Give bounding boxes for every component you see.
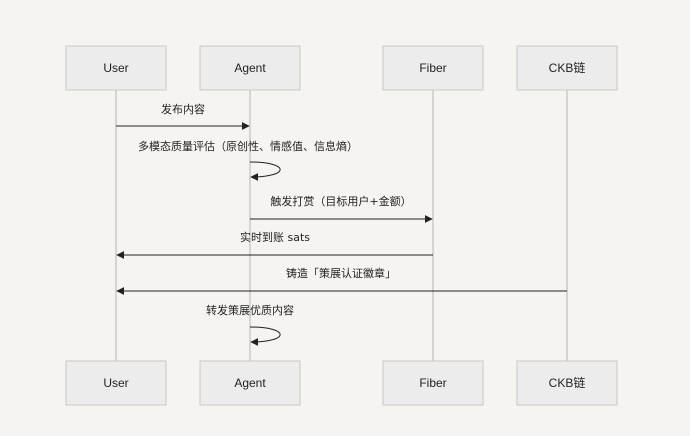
actor-agent-bottom-label: Agent <box>234 376 266 390</box>
actor-user-bottom: User <box>65 360 167 406</box>
actor-ckb-top: CKB链 <box>516 45 618 91</box>
actor-fiber-bottom-label: Fiber <box>419 376 446 390</box>
actor-ckb-bottom: CKB链 <box>516 360 618 406</box>
actor-ckb-bottom-label: CKB链 <box>549 375 586 390</box>
message-2: 多模态质量评估（原创性、情感值、信息熵） <box>138 139 358 181</box>
actor-fiber-bottom: Fiber <box>382 360 484 406</box>
message-1-label: 发布内容 <box>161 102 205 116</box>
message-3: 触发打赏（目标用户+金额） <box>250 194 433 223</box>
actor-agent-top-label: Agent <box>234 61 266 75</box>
actor-fiber-top: Fiber <box>382 45 484 91</box>
message-3-label: 触发打赏（目标用户+金额） <box>270 194 411 208</box>
message-2-self-arrow <box>249 161 281 181</box>
actor-user-top-label: User <box>103 61 128 75</box>
message-4: 实时到账 sats <box>116 230 433 259</box>
actor-agent-bottom: Agent <box>199 360 301 406</box>
actor-user-top: User <box>65 45 167 91</box>
message-4-label: 实时到账 sats <box>240 230 310 244</box>
actor-fiber-top-label: Fiber <box>419 61 446 75</box>
message-6: 转发策展优质内容 <box>206 303 294 346</box>
actor-user-bottom-label: User <box>103 376 128 390</box>
message-5-label: 铸造「策展认证徽章」 <box>286 266 396 280</box>
actor-ckb-top-label: CKB链 <box>549 60 586 75</box>
message-1: 发布内容 <box>116 102 250 130</box>
message-6-label: 转发策展优质内容 <box>206 303 294 317</box>
message-6-self-arrow <box>249 326 281 346</box>
message-2-label: 多模态质量评估（原创性、情感值、信息熵） <box>138 139 358 153</box>
message-5: 铸造「策展认证徽章」 <box>116 266 567 295</box>
actor-agent-top: Agent <box>199 45 301 91</box>
